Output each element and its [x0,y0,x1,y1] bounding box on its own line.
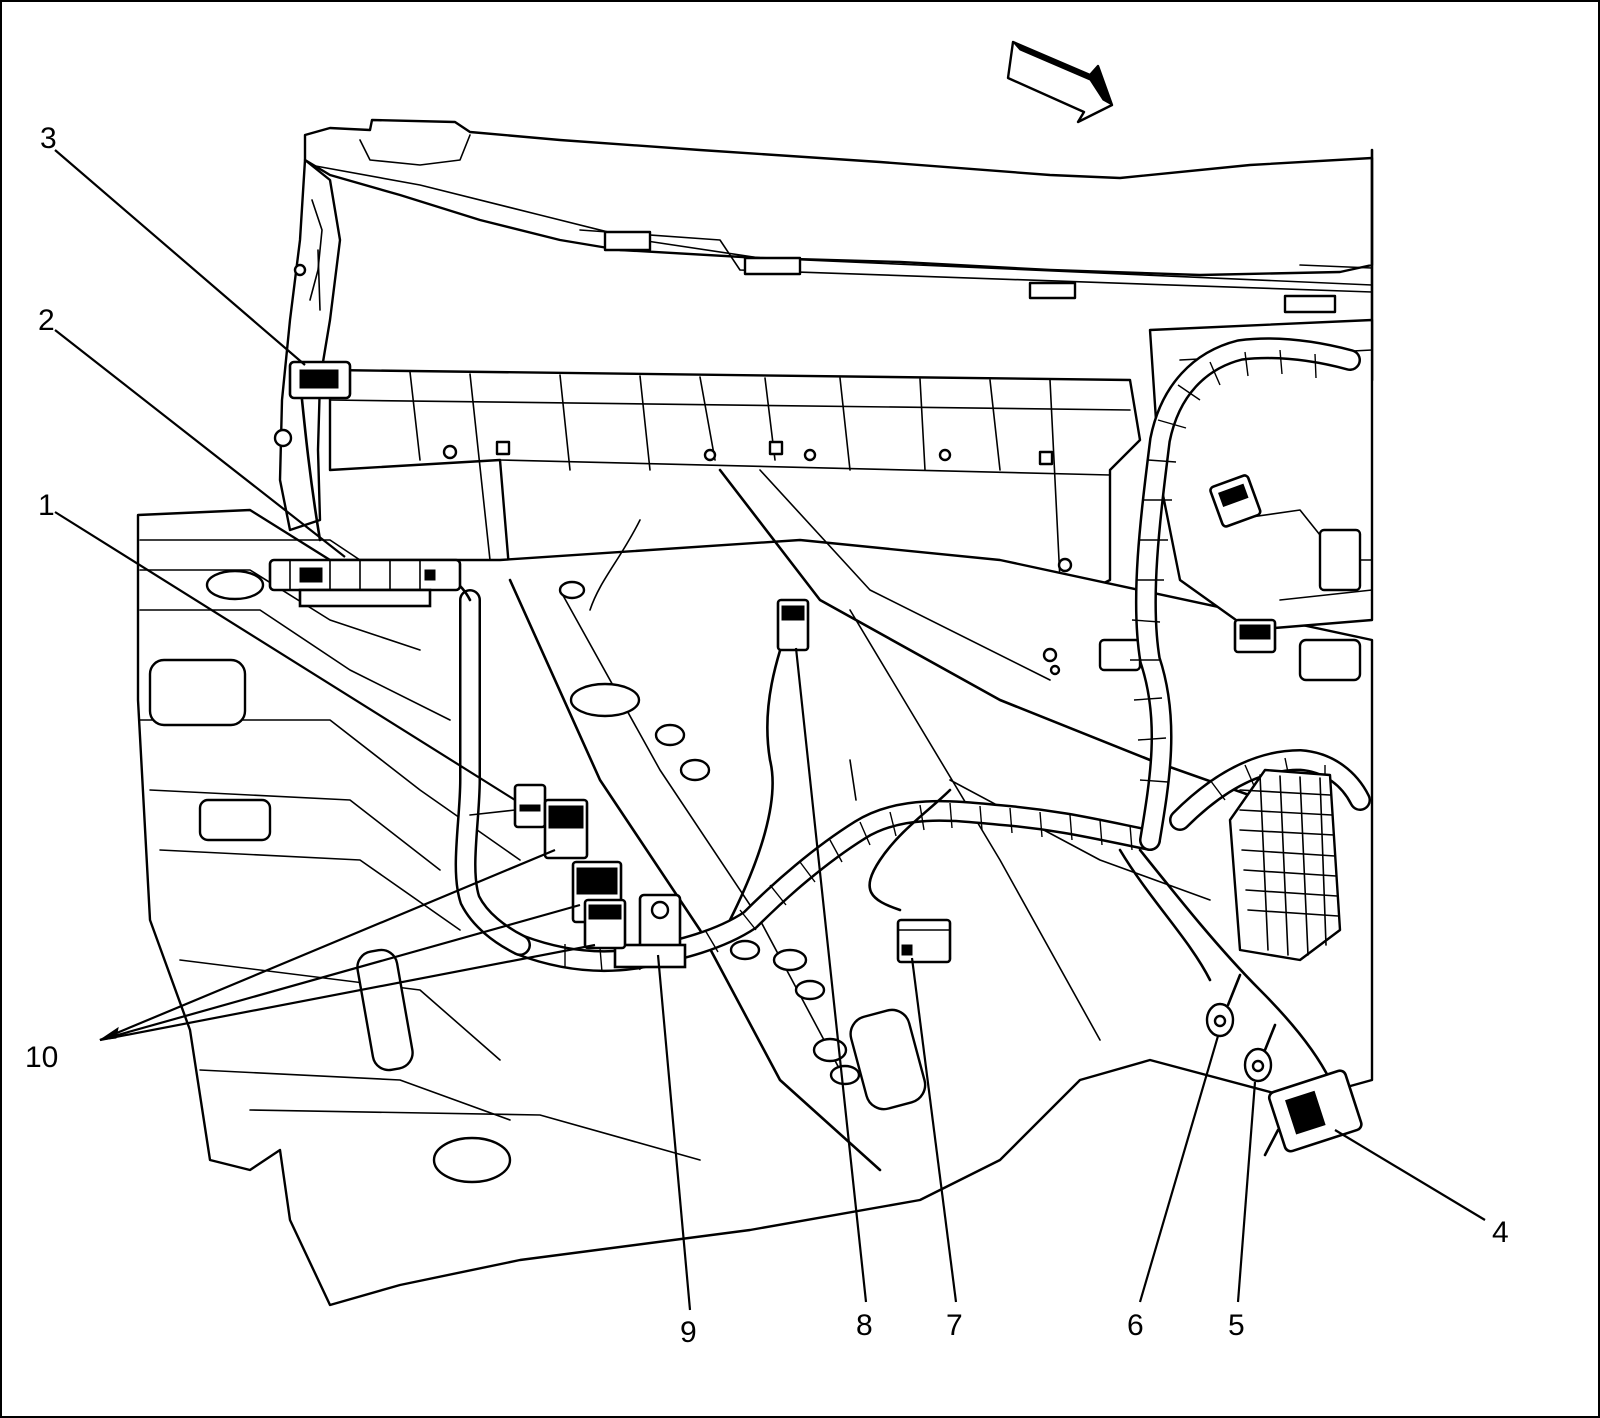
callout-3: 3 [40,122,57,155]
callout-10: 10 [25,1041,58,1074]
body-connector-block[interactable] [1228,768,1342,962]
connector-9[interactable] [613,893,687,969]
connector-1[interactable] [469,783,547,829]
connector-3[interactable] [288,360,352,400]
callout-6: 6 [1127,1309,1144,1342]
connector-8[interactable] [776,598,810,652]
callout-5: 5 [1228,1309,1245,1342]
support-rail [328,368,1142,592]
callout-leader-lines [54,149,1486,1311]
ground-terminal-5[interactable] [1243,1023,1277,1083]
callout-1: 1 [38,489,55,522]
mid-right-connector[interactable] [1233,618,1277,654]
callout-2: 2 [38,304,55,337]
connector-2[interactable] [268,558,462,608]
callout-numbers: 1 2 3 4 5 6 7 8 9 10 [25,122,1509,1349]
connector-10c[interactable] [583,898,627,950]
ground-terminal-6[interactable] [1205,973,1242,1038]
upper-right-connector[interactable] [1209,474,1262,528]
left-pillar-bracket [273,158,342,532]
callout-4: 4 [1492,1216,1509,1249]
callout-7: 7 [946,1309,963,1342]
callout-9: 9 [680,1316,697,1349]
cross-member-beam [303,118,1374,382]
connector-10a[interactable] [543,798,589,860]
callout-8: 8 [856,1309,873,1342]
direction-arrow-icon [1006,40,1114,124]
connector-7[interactable] [896,918,952,964]
